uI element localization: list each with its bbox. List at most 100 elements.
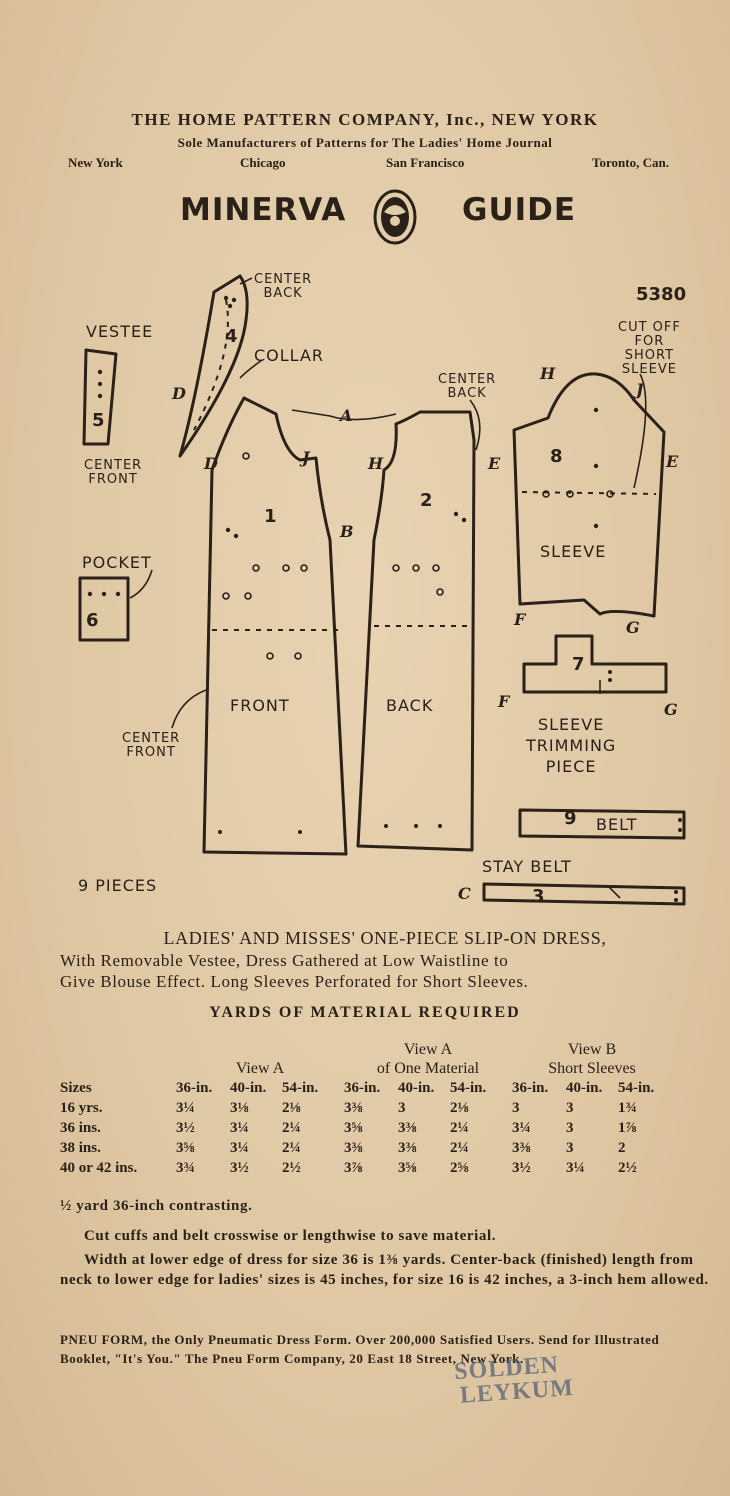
- label-sleeve: SLEEVE: [540, 542, 607, 561]
- label-front: FRONT: [230, 696, 290, 715]
- size-cell: 16 yrs.: [60, 1099, 103, 1116]
- note-width-length: Width at lower edge of dress for size 36…: [60, 1252, 709, 1288]
- piece-number-9: 9: [564, 808, 577, 829]
- city-new-york: New York: [68, 155, 123, 170]
- yardage-cell: 3: [512, 1099, 520, 1116]
- yardage-cell: 2: [618, 1139, 626, 1156]
- vestee-piece: [82, 348, 118, 446]
- yardage-cell: 3¼: [230, 1119, 249, 1136]
- label-collar: COLLAR: [254, 346, 325, 365]
- notch-g-sleeve: G: [626, 618, 640, 637]
- piece-number-7: 7: [572, 654, 585, 675]
- description-line-3: Give Blouse Effect. Long Sleeves Perfora…: [60, 972, 529, 991]
- yardage-row: 40 or 42 ins. 3¾ 3½ 2½ 3⅞ 3⅝ 2⅝ 3½ 3¼ 2½: [60, 1158, 672, 1178]
- yardage-cell: 2½: [282, 1159, 301, 1176]
- sleeve-piece: [512, 372, 666, 618]
- piece-number-4: 4: [225, 326, 238, 347]
- yardage-cell: 3⅜: [398, 1119, 417, 1136]
- yardage-cell: 3¾: [176, 1159, 195, 1176]
- pneu-form-advert: PNEU FORM, the Only Pneumatic Dress Form…: [60, 1332, 660, 1366]
- front-piece: [202, 396, 348, 856]
- col-header: 54-in.: [618, 1079, 655, 1096]
- notch-a: A: [340, 406, 353, 425]
- notch-j-sleeve: J: [636, 380, 644, 399]
- piece-number-1: 1: [264, 506, 277, 527]
- sleeve-trim-piece: [522, 634, 668, 694]
- piece-number-6: 6: [86, 610, 99, 631]
- notch-j-front: J: [302, 448, 310, 467]
- yardage-cell: 2¼: [450, 1119, 469, 1136]
- col-header: 36-in.: [344, 1079, 381, 1096]
- note-contrasting: ½ yard 36-inch contrasting.: [60, 1198, 253, 1214]
- yardage-cell: 2¼: [450, 1139, 469, 1156]
- city-chicago: Chicago: [240, 155, 286, 170]
- label-back: BACK: [386, 696, 434, 715]
- notch-f-sleeve: F: [514, 610, 526, 629]
- yardage-cell: 3⅞: [344, 1159, 363, 1176]
- yardage-cell: 3⅝: [344, 1119, 363, 1136]
- yardage-cell: 1⅞: [618, 1119, 637, 1136]
- description-title: LADIES' AND MISSES' ONE-PIECE SLIP-ON DR…: [163, 928, 607, 948]
- yardage-row: 16 yrs. 3¼ 3⅛ 2⅛ 3⅜ 3 2⅛ 3 3 1¾: [60, 1098, 672, 1118]
- col-header: 36-in.: [512, 1079, 549, 1096]
- perforations: [87, 295, 682, 902]
- pattern-layout-diagram: [78, 274, 686, 906]
- company-header: THE HOME PATTERN COMPANY, Inc., NEW YORK: [131, 110, 599, 129]
- back-piece: [356, 410, 476, 852]
- yardage-cell: 3½: [512, 1159, 531, 1176]
- yardage-cell: 3¼: [512, 1119, 531, 1136]
- yardage-row: 36 ins. 3½ 3¼ 2¼ 3⅝ 3⅜ 2¼ 3¼ 3 1⅞: [60, 1118, 672, 1138]
- label-pocket: POCKET: [82, 553, 152, 572]
- col-header: 40-in.: [566, 1079, 603, 1096]
- piece-number-2: 2: [420, 490, 433, 511]
- note-cut-cuffs: Cut cuffs and belt crosswise or lengthwi…: [84, 1228, 497, 1244]
- yardage-cell: 2¼: [282, 1119, 301, 1136]
- company-subtitle: Sole Manufacturers of Patterns for The L…: [177, 135, 553, 150]
- city-toronto: Toronto, Can.: [592, 155, 669, 170]
- yardage-cell: 3½: [176, 1119, 195, 1136]
- notch-d-collar: D: [172, 384, 186, 403]
- col-sizes: Sizes: [60, 1079, 92, 1096]
- label-belt: BELT: [596, 815, 638, 834]
- yardage-cell: 2¼: [282, 1139, 301, 1156]
- city-san-francisco: San Francisco: [386, 155, 465, 170]
- notch-d-front: D: [204, 454, 218, 473]
- yardage-cell: 3¼: [230, 1139, 249, 1156]
- yardage-cell: 2⅛: [450, 1099, 469, 1116]
- notch-b: B: [340, 522, 354, 541]
- yardage-header-row: Sizes 36-in. 40-in. 54-in. 36-in. 40-in.…: [60, 1078, 672, 1098]
- group-view-a-one-material: View A of One Material: [376, 1041, 480, 1077]
- guide-title-guide: GUIDE: [462, 192, 577, 228]
- yardage-cell: 3⅜: [398, 1139, 417, 1156]
- col-header: 40-in.: [398, 1079, 435, 1096]
- yardage-table: View A View A of One Material View B Sho…: [60, 1040, 672, 1178]
- piece-number-8: 8: [550, 446, 563, 467]
- yardage-cell: 3: [566, 1099, 574, 1116]
- yardage-row: 38 ins. 3⅝ 3¼ 2¼ 3⅜ 3⅜ 2¼ 3⅜ 3 2: [60, 1138, 672, 1158]
- minerva-logo: [373, 189, 417, 245]
- yardage-cell: 2½: [618, 1159, 637, 1176]
- description-line-2: With Removable Vestee, Dress Gathered at…: [60, 951, 509, 970]
- yardage-cell: 3½: [230, 1159, 249, 1176]
- yardage-cell: 3⅜: [344, 1139, 363, 1156]
- notch-f-trim: F: [498, 692, 510, 711]
- stay-belt-piece: [482, 882, 686, 906]
- notch-h-back: H: [368, 454, 384, 473]
- notch-h-sleeve: H: [540, 364, 556, 383]
- piece-number-5: 5: [92, 410, 105, 431]
- col-header: 36-in.: [176, 1079, 213, 1096]
- yardage-cell: 3¼: [176, 1099, 195, 1116]
- yardage-cell: 2⅛: [282, 1099, 301, 1116]
- yardage-cell: 3: [566, 1119, 574, 1136]
- collar-piece: [178, 274, 249, 458]
- yardage-cell: 3: [398, 1099, 406, 1116]
- size-cell: 36 ins.: [60, 1119, 101, 1136]
- col-header: 54-in.: [282, 1079, 319, 1096]
- shop-stamp: SOLDEN LEYKUM: [453, 1351, 575, 1409]
